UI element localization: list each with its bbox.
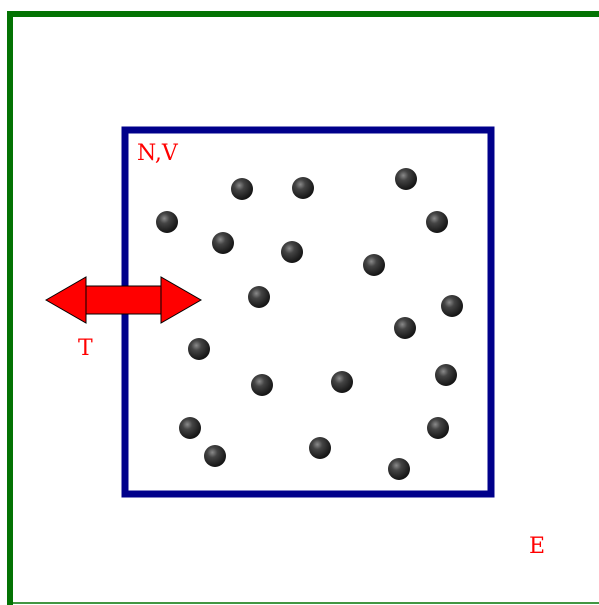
system-label: N,V bbox=[137, 141, 179, 166]
particle bbox=[251, 374, 273, 396]
environment-boundary bbox=[7, 11, 599, 605]
particle bbox=[363, 254, 385, 276]
particle bbox=[388, 458, 410, 480]
exchange-label: T bbox=[78, 336, 93, 361]
particle bbox=[248, 286, 270, 308]
particle bbox=[427, 417, 449, 439]
particle bbox=[331, 371, 353, 393]
particle bbox=[309, 437, 331, 459]
particle bbox=[426, 211, 448, 233]
particle bbox=[231, 178, 253, 200]
environment-label: E bbox=[529, 534, 545, 559]
particle bbox=[394, 317, 416, 339]
particle bbox=[212, 232, 234, 254]
particle bbox=[441, 295, 463, 317]
particle bbox=[292, 177, 314, 199]
particle bbox=[395, 168, 417, 190]
particle bbox=[435, 364, 457, 386]
particle bbox=[281, 241, 303, 263]
particle bbox=[204, 445, 226, 467]
particle bbox=[188, 338, 210, 360]
particle-group bbox=[156, 168, 463, 480]
double-headed-arrow-icon bbox=[44, 276, 203, 324]
particle bbox=[156, 211, 178, 233]
particle bbox=[179, 417, 201, 439]
